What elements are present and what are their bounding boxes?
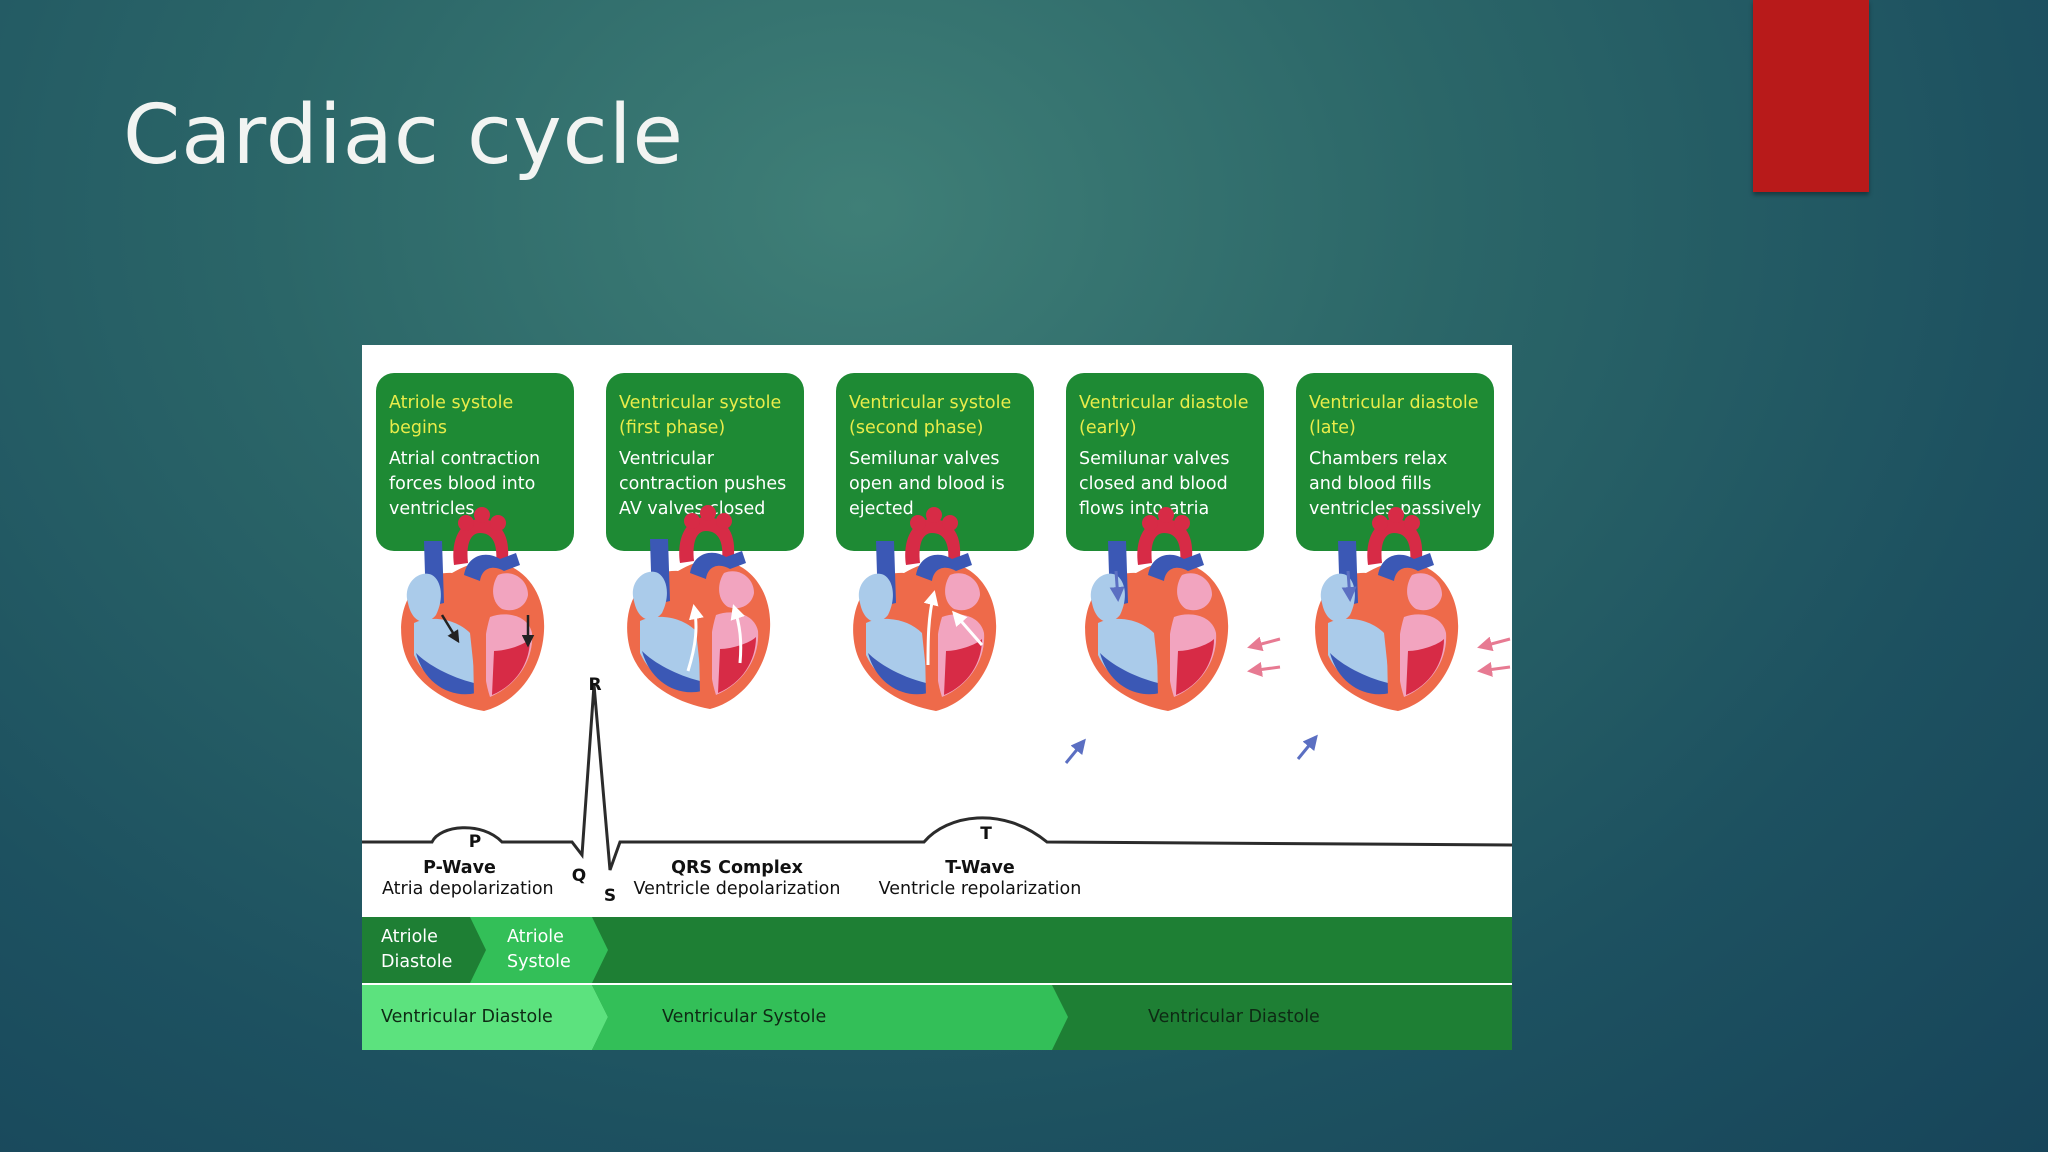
wave-name: P-Wave xyxy=(423,858,496,878)
wave-name: T-Wave xyxy=(945,858,1015,878)
phase-box-ventricular-diastole-early: Ventricular diastole (early) Semilunar v… xyxy=(1066,373,1264,551)
ventricular-systole-segment xyxy=(592,985,1068,1050)
phase-title: Ventricular systole (first phase) xyxy=(619,391,792,441)
phase-title-line: (early) xyxy=(1079,418,1137,438)
phase-title-line: (second phase) xyxy=(849,418,984,438)
atrial-systole-segment xyxy=(470,917,608,983)
phase-desc-line: AV valves closed xyxy=(619,499,766,519)
inflow-arrow-icon xyxy=(1109,570,1125,602)
phase-title: Ventricular diastole (late) xyxy=(1309,391,1482,441)
inflow-arrow-icon xyxy=(1477,636,1511,652)
heart-illustration xyxy=(1085,507,1229,711)
phase-description: Semilunar valves open and blood is eject… xyxy=(849,447,1022,522)
phase-box-ventricular-diastole-late: Ventricular diastole (late) Chambers rel… xyxy=(1296,373,1494,551)
phase-title: Atriole systole begins xyxy=(389,391,562,441)
ecg-point-label-s: S xyxy=(604,886,616,906)
cardiac-cycle-figure: Atriole systole begins Atrial contractio… xyxy=(362,345,1512,1050)
t-wave-label: T-Wave Ventricle repolarization xyxy=(875,858,1085,900)
phase-title-line: Atriole systole xyxy=(389,393,514,413)
band-label-ventricular-diastole-2: Ventricular Diastole xyxy=(1148,1007,1320,1027)
inflow-arrow-icon xyxy=(1477,661,1511,677)
ventricular-diastole-segment-1 xyxy=(362,985,608,1050)
ecg-point-label-r: R xyxy=(588,675,601,695)
inflow-arrow-icon xyxy=(1247,661,1281,677)
qrs-complex-label: QRS Complex Ventricle depolarization xyxy=(632,858,842,900)
band-label-ventricular-diastole-1: Ventricular Diastole xyxy=(381,1007,553,1027)
flow-arrow-icon xyxy=(923,590,939,666)
band-label-atriole-systole: Atriole Systole xyxy=(507,927,571,972)
flow-arrow-icon xyxy=(730,604,745,664)
inflow-arrow-icon xyxy=(1247,636,1281,652)
wave-description: Ventricle depolarization xyxy=(633,879,841,899)
phase-desc-line: Semilunar valves xyxy=(849,449,1000,469)
ecg-point-label-p: P xyxy=(469,832,481,852)
phase-description: Chambers relax and blood fills ventricle… xyxy=(1309,447,1482,522)
phase-desc-line: Chambers relax xyxy=(1309,449,1448,469)
phase-desc-line: ejected xyxy=(849,499,914,519)
heart-illustration xyxy=(853,507,997,711)
ecg-trace xyxy=(362,684,1512,871)
heart-illustration xyxy=(401,507,545,711)
inflow-arrow-icon xyxy=(1296,734,1318,760)
phase-title-line: (late) xyxy=(1309,418,1356,438)
phase-title-line: (first phase) xyxy=(619,418,726,438)
flow-arrow-icon xyxy=(440,614,460,644)
phase-description: Semilunar valves closed and blood flows … xyxy=(1079,447,1252,522)
phase-desc-line: Ventricular xyxy=(619,449,714,469)
phase-desc-line: Semilunar valves xyxy=(1079,449,1230,469)
phase-description: Atrial contraction forces blood into ven… xyxy=(389,447,562,522)
cardiac-diagram-graphics: P Q R S T xyxy=(362,505,1512,1050)
heart-illustration xyxy=(1315,507,1459,711)
phase-title-line: begins xyxy=(389,418,448,438)
inflow-arrow-icon xyxy=(1064,738,1086,764)
inflow-arrow-icon xyxy=(1341,570,1357,602)
band-label-atriole-diastole: Atriole Diastole xyxy=(381,927,453,972)
wave-name: QRS Complex xyxy=(671,858,803,878)
phase-title-line: Ventricular diastole xyxy=(1079,393,1249,413)
phase-desc-line: and blood fills xyxy=(1309,474,1432,494)
phase-desc-line: flows into atria xyxy=(1079,499,1210,519)
ecg-point-label-q: Q xyxy=(572,866,586,886)
phase-desc-line: Atrial contraction xyxy=(389,449,541,469)
ecg-point-label-t: T xyxy=(980,824,992,844)
p-wave-label: P-Wave Atria depolarization xyxy=(382,858,554,900)
band-label-ventricular-systole: Ventricular Systole xyxy=(662,1007,827,1027)
phase-title-line: Ventricular systole xyxy=(849,393,1012,413)
phase-desc-line: open and blood is xyxy=(849,474,1005,494)
phase-desc-line: closed and blood xyxy=(1079,474,1228,494)
phase-desc-line: ventricles xyxy=(389,499,475,519)
slide-title: Cardiac cycle xyxy=(123,88,684,183)
phase-title-line: Ventricular systole xyxy=(619,393,782,413)
flow-arrow-icon xyxy=(952,610,984,646)
wave-description: Ventricle repolarization xyxy=(878,879,1082,899)
phase-title: Ventricular diastole (early) xyxy=(1079,391,1252,441)
phase-title-line: Ventricular diastole xyxy=(1309,393,1479,413)
accent-bar xyxy=(1753,0,1869,192)
phase-title: Ventricular systole (second phase) xyxy=(849,391,1022,441)
phase-description: Ventricular contraction pushes AV valves… xyxy=(619,447,792,522)
phase-desc-line: contraction pushes xyxy=(619,474,787,494)
phase-desc-line: forces blood into xyxy=(389,474,536,494)
flow-arrow-icon xyxy=(686,604,704,672)
heart-illustration xyxy=(627,505,771,709)
wave-description: Atria depolarization xyxy=(382,879,554,899)
